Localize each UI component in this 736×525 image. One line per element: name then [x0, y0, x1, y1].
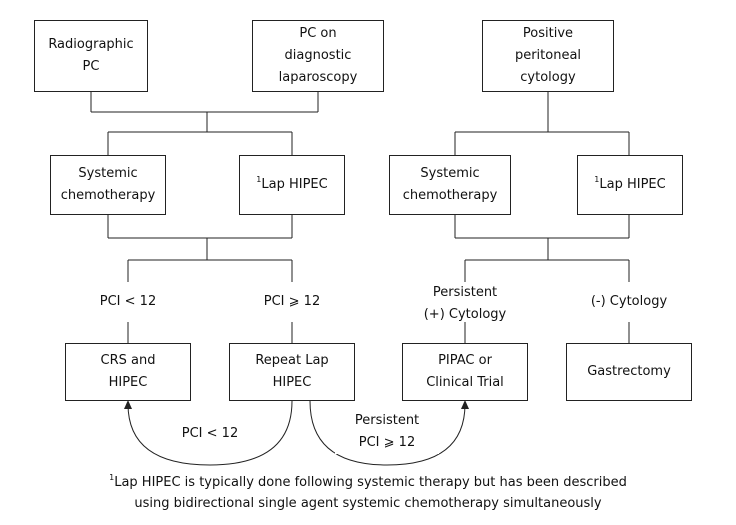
gastrectomy-box: Gastrectomy: [566, 343, 692, 401]
radiographic-pc-text: Radiographic PC: [48, 37, 134, 74]
arc-arrow-to-crs: [124, 400, 293, 466]
positive-peritoneal-cytology-box: Positive peritoneal cytology: [482, 20, 614, 92]
footnote-marker: 1: [256, 175, 262, 184]
crs-hipec-box: CRS and HIPEC: [65, 343, 191, 401]
branch-label-pci-ge-12: PCI ⩾ 12: [263, 294, 321, 309]
gastrectomy-text: Gastrectomy: [587, 364, 671, 379]
footnote-line-1: 1Lap HIPEC is typically done following s…: [0, 473, 736, 493]
arc-label-persistent-pci-ge-12: Persistent PCI ⩾ 12: [335, 410, 439, 454]
pc-diagnostic-laparoscopy-text: PC on diagnostic laparoscopy: [278, 26, 358, 85]
systemic-chemotherapy-left-text: Systemic chemotherapy: [60, 166, 156, 203]
lap-hipec-left-text: 1Lap HIPEC: [256, 174, 327, 196]
lap-hipec-left-label: Lap HIPEC: [261, 177, 328, 192]
arc-arrow-to-pipac: [309, 400, 469, 466]
pipac-clinical-trial-box: PIPAC or Clinical Trial: [402, 343, 528, 401]
pipac-clinical-trial-text: PIPAC or Clinical Trial: [426, 353, 504, 390]
footnote-marker: 1: [109, 473, 115, 482]
branch-label-pci-lt-12: PCI < 12: [99, 294, 157, 309]
systemic-chemotherapy-right-box: Systemic chemotherapy: [389, 155, 511, 215]
arc-label-pci-lt-12: PCI < 12: [160, 423, 260, 445]
lap-hipec-left-box: 1Lap HIPEC: [239, 155, 345, 215]
systemic-chemotherapy-left-box: Systemic chemotherapy: [50, 155, 166, 215]
branch-label-persistent-positive-cytology: Persistent (+) Cytology: [395, 282, 535, 322]
repeat-lap-hipec-box: Repeat Lap HIPEC: [229, 343, 355, 401]
positive-peritoneal-cytology-text: Positive peritoneal cytology: [514, 26, 582, 85]
crs-hipec-text: CRS and HIPEC: [100, 353, 156, 390]
footnote-marker: 1: [594, 175, 600, 184]
lap-hipec-right-text: 1Lap HIPEC: [594, 174, 665, 196]
repeat-lap-hipec-text: Repeat Lap HIPEC: [255, 353, 329, 390]
systemic-chemotherapy-right-text: Systemic chemotherapy: [402, 166, 498, 203]
radiographic-pc-box: Radiographic PC: [34, 20, 148, 92]
footnote-line-1-text: Lap HIPEC is typically done following sy…: [114, 475, 627, 490]
pc-diagnostic-laparoscopy-box: PC on diagnostic laparoscopy: [252, 20, 384, 92]
branch-label-negative-cytology: (-) Cytology: [590, 294, 668, 309]
lap-hipec-right-label: Lap HIPEC: [599, 177, 666, 192]
footnote-line-2: using bidirectional single agent systemi…: [134, 496, 602, 511]
lap-hipec-right-box: 1Lap HIPEC: [577, 155, 683, 215]
